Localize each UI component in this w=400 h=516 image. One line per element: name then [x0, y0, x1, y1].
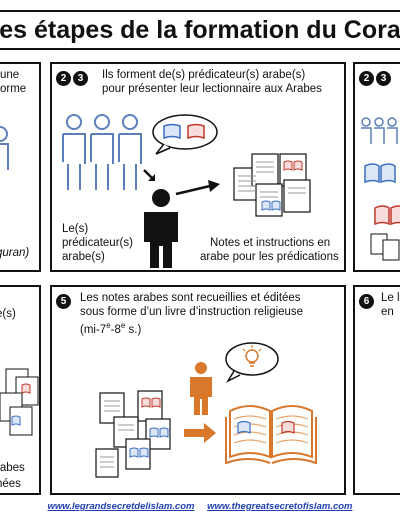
- open-book-icon: [225, 405, 317, 465]
- panel-heading-line: (mi-7e-8e s.): [80, 321, 142, 336]
- arrow-right-icon: [184, 423, 216, 443]
- label-preacher-line: Le(s): [62, 223, 89, 235]
- title-bar: Les étapes de la formation du Coran: [0, 10, 400, 50]
- step-badge: 6: [359, 294, 374, 309]
- documents-stack-icon: [233, 153, 311, 217]
- arrow-right-icon: [175, 180, 220, 196]
- footer-link[interactable]: www.thegreatsecretofislam.com: [207, 501, 353, 512]
- panel-heading-line: sous forme d’un livre d’instruction reli…: [80, 306, 304, 318]
- panel-caption: quran): [0, 247, 30, 259]
- label-notes-line: arabe pour les prédications: [200, 251, 339, 263]
- label-preacher-line: prédicateur(s): [62, 237, 133, 249]
- panel-heading-line: en: [381, 306, 394, 318]
- book-icon: [364, 163, 396, 184]
- panel-step-5: 5 Les notes arabes sont recueillies et é…: [50, 285, 346, 495]
- page-title: Les étapes de la formation du Coran: [0, 15, 400, 44]
- panel-step-6: 6 Le l en: [353, 285, 400, 495]
- label-notes-line: Notes et instructions en: [210, 237, 331, 249]
- panel-heading-line: Le l: [381, 292, 400, 304]
- panel-text-line: orme: [0, 83, 27, 95]
- panel-step-1: une orme quran): [0, 62, 41, 272]
- documents-stack-icon: [0, 368, 39, 436]
- group-of-scholars-icon: [62, 114, 142, 190]
- step-badge: 2: [359, 71, 374, 86]
- panel-step-4: e(s) rabes nées: [0, 285, 41, 495]
- panel-heading-line: Ils forment de(s) prédicateur(s) arabe(s…: [102, 69, 306, 81]
- panel-heading-line: pour présenter leur lectionnaire aux Ara…: [102, 83, 322, 95]
- preacher-icon: [144, 189, 178, 268]
- speech-bubble-books-icon: [152, 114, 218, 155]
- label-preacher-line: arabe(s): [62, 251, 105, 263]
- step-badges: 5: [56, 291, 73, 309]
- step-badge: 2: [56, 71, 71, 86]
- footer-links: www.legrandsecretdelislam.com www.thegre…: [0, 501, 400, 512]
- documents-stack-icon: [370, 233, 400, 261]
- step-badges: 6: [359, 291, 376, 309]
- person-icon: [0, 126, 9, 170]
- editor-person-icon: [190, 362, 212, 415]
- documents-stack-icon: [95, 390, 171, 478]
- lightbulb-bubble-icon: [225, 342, 279, 383]
- book-icon: [374, 205, 400, 226]
- panel-text-line: e(s): [0, 308, 16, 320]
- step-badge: 5: [56, 294, 71, 309]
- step-badge: 3: [73, 71, 88, 86]
- panel-text-line: nées: [0, 478, 21, 490]
- panel-heading-line: Les notes arabes sont recueillies et édi…: [80, 292, 301, 304]
- panel-text-line: rabes: [0, 462, 25, 474]
- step-badge: 3: [376, 71, 391, 86]
- arrow-down-icon: [143, 169, 155, 181]
- group-of-scholars-icon: [361, 117, 398, 144]
- footer-link[interactable]: www.legrandsecretdelislam.com: [47, 501, 195, 512]
- panel-text-line: une: [0, 69, 20, 81]
